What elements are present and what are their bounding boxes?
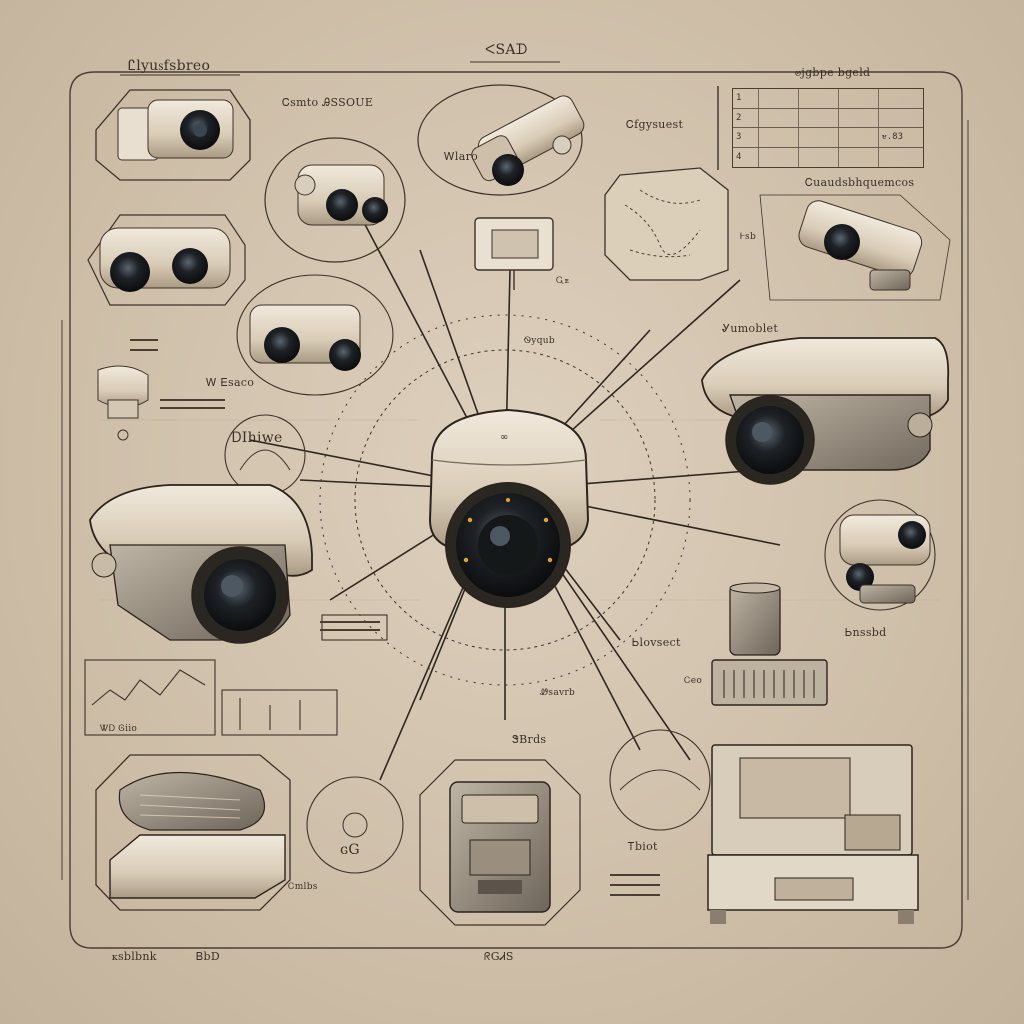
label-right-lower: Ꮟnssbd (845, 626, 887, 639)
label-bottom-center-small: ɢG (340, 842, 360, 858)
table-cell (759, 128, 799, 147)
table-cell (879, 109, 923, 128)
label-icon-side: Ꮀsb (740, 232, 757, 242)
mini-graphs-left (84, 614, 388, 736)
label-top-right: ꮼjgbpe bgeld (795, 66, 871, 79)
dvr-controller (711, 582, 828, 706)
camera-bullet-left (89, 484, 313, 644)
table-cell (879, 89, 923, 108)
label-recorder: Ꭲbiot (628, 840, 658, 853)
header-rule (120, 61, 560, 76)
dial-bottom-center (306, 776, 404, 874)
dial-left (224, 414, 306, 496)
camera-circle-left-mid (236, 274, 394, 396)
glyph-lines (130, 339, 660, 896)
label-left-graph: ᏔᎠ Ꮆiio (100, 724, 138, 734)
table-cell: 2 (733, 108, 759, 127)
table-row: 2 (733, 108, 923, 128)
camera-circle-right-mid (824, 499, 936, 611)
label-box-tag: Ꮺsavrb (540, 688, 576, 698)
device-panel-bottom-center (419, 759, 581, 926)
camera-box-top-left (95, 89, 251, 181)
map-panel (604, 167, 729, 281)
table-cell: 1 (733, 89, 759, 108)
device-router-bottom-left (95, 754, 291, 911)
label-center-wire: Ꮻyqub (524, 336, 555, 346)
table-row: 1 (733, 89, 923, 109)
label-left-mid: Ꮃ Ꭼsaco (206, 376, 255, 389)
label-center-top: Ꮯfgysuest (626, 118, 684, 131)
table-cell (839, 147, 879, 167)
label-bottom-left-2: ᏴbD (196, 950, 220, 963)
camera-circle-1 (264, 137, 406, 263)
label-left-top-box: Ꮯsmto ᎯSSOUE (282, 96, 374, 109)
central-dome-camera: ∞ (428, 408, 590, 608)
label-mid-right-small: Ꮹꭼ (556, 276, 570, 286)
table-cell (879, 148, 923, 168)
svg-text:∞: ∞ (500, 432, 508, 443)
table-cell (799, 147, 839, 167)
outer-frame (61, 71, 969, 949)
sheet-title: ᐸSAᗪ (485, 42, 528, 58)
table-cell (839, 128, 879, 147)
table-cell: ꮜ.83 (882, 132, 903, 142)
table-cell: 4 (733, 147, 759, 167)
label-bottom-center: ᖇGᏗS (484, 950, 514, 963)
table-cell (759, 108, 799, 127)
dial-bottom-right (609, 729, 711, 831)
camera-dual-left (87, 214, 246, 306)
label-left-dial: ᎠIhiwe (232, 430, 283, 446)
table-cell (839, 89, 879, 108)
table-row: 3 ꮜ.83 (733, 128, 923, 148)
table-cell (759, 89, 799, 108)
label-top-left: Ꮭlyuꮪfsbreo (128, 58, 211, 74)
label-controller: Ꮟlovsect (632, 636, 681, 649)
table-cell (799, 89, 839, 108)
label-bottom-left: ꮶsblbnk (112, 950, 157, 963)
table-cell (799, 128, 839, 147)
table-cell (799, 108, 839, 127)
spec-table: 1 2 3 ꮜ.83 4 (732, 88, 924, 168)
module-monitor (474, 217, 554, 290)
table-cell: 3 (733, 128, 759, 147)
label-right-mid: Ꮍumoblet (722, 322, 779, 335)
label-left-lower: Ꮯmlbs (288, 882, 318, 892)
camera-bullet-right (701, 337, 950, 485)
camera-bullet-top (417, 84, 585, 196)
mount-left-small (97, 365, 149, 441)
camera-right-top (759, 194, 951, 301)
recorder-workstation (707, 744, 919, 924)
orbit-arcs (319, 314, 691, 686)
label-rack-small: Ꮯeo (684, 676, 703, 686)
table-row: 4 (733, 147, 923, 168)
table-cell (839, 108, 879, 127)
label-cam-caption: Ꮃlaro (444, 150, 479, 163)
table-cell (759, 147, 799, 167)
label-rack: Ꮯuaudsbhquemcos (805, 176, 915, 189)
label-center-bottom: ᏕBrds (512, 733, 547, 746)
